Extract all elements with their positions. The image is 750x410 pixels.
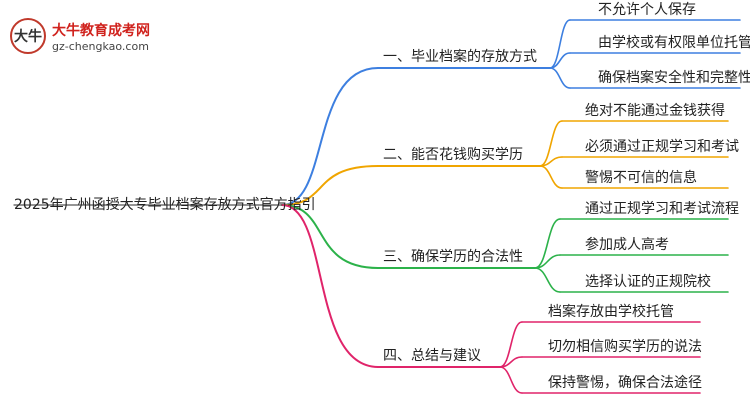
- child-connector: [534, 267, 561, 293]
- child-node: 切勿相信购买学历的说法: [548, 339, 702, 355]
- branch-node: 四、总结与建议: [383, 348, 481, 364]
- child-node: 绝对不能通过金钱获得: [585, 103, 725, 119]
- child-node: 不允许个人保存: [598, 2, 696, 18]
- child-connector: [539, 165, 563, 189]
- child-connector: [549, 19, 571, 69]
- child-node: 警惕不可信的信息: [585, 170, 697, 186]
- child-node: 选择认证的正规院校: [585, 274, 711, 290]
- site-logo: 大牛 大牛教育成考网 gz-chengkao.com: [10, 18, 170, 62]
- child-node: 保持警惕，确保合法途径: [548, 375, 702, 391]
- logo-url: gz-chengkao.com: [52, 40, 149, 53]
- child-connector: [549, 67, 571, 89]
- branch-node: 三、确保学历的合法性: [383, 249, 523, 265]
- child-connector: [499, 366, 523, 394]
- branch-connector: [281, 165, 379, 206]
- child-node: 由学校或有权限单位托管: [598, 35, 750, 51]
- root-node: 2025年广州函授大专毕业档案存放方式官方指引: [14, 197, 316, 213]
- branch-node: 二、能否花钱购买学历: [383, 147, 523, 163]
- branch-node: 一、毕业档案的存放方式: [383, 49, 537, 65]
- child-connector: [539, 120, 563, 167]
- child-connector: [499, 321, 523, 368]
- branch-connector: [281, 67, 379, 206]
- child-node: 档案存放由学校托管: [548, 304, 674, 320]
- logo-mark-icon: 大牛: [10, 18, 46, 54]
- child-node: 必须通过正规学习和考试: [585, 139, 739, 155]
- child-node: 确保档案安全性和完整性: [598, 70, 750, 86]
- branch-connector: [281, 204, 379, 368]
- child-connector: [534, 218, 561, 269]
- logo-title: 大牛教育成考网: [52, 23, 150, 39]
- child-node: 参加成人高考: [585, 237, 669, 253]
- branch-connector: [281, 204, 379, 269]
- child-node: 通过正规学习和考试流程: [585, 201, 739, 217]
